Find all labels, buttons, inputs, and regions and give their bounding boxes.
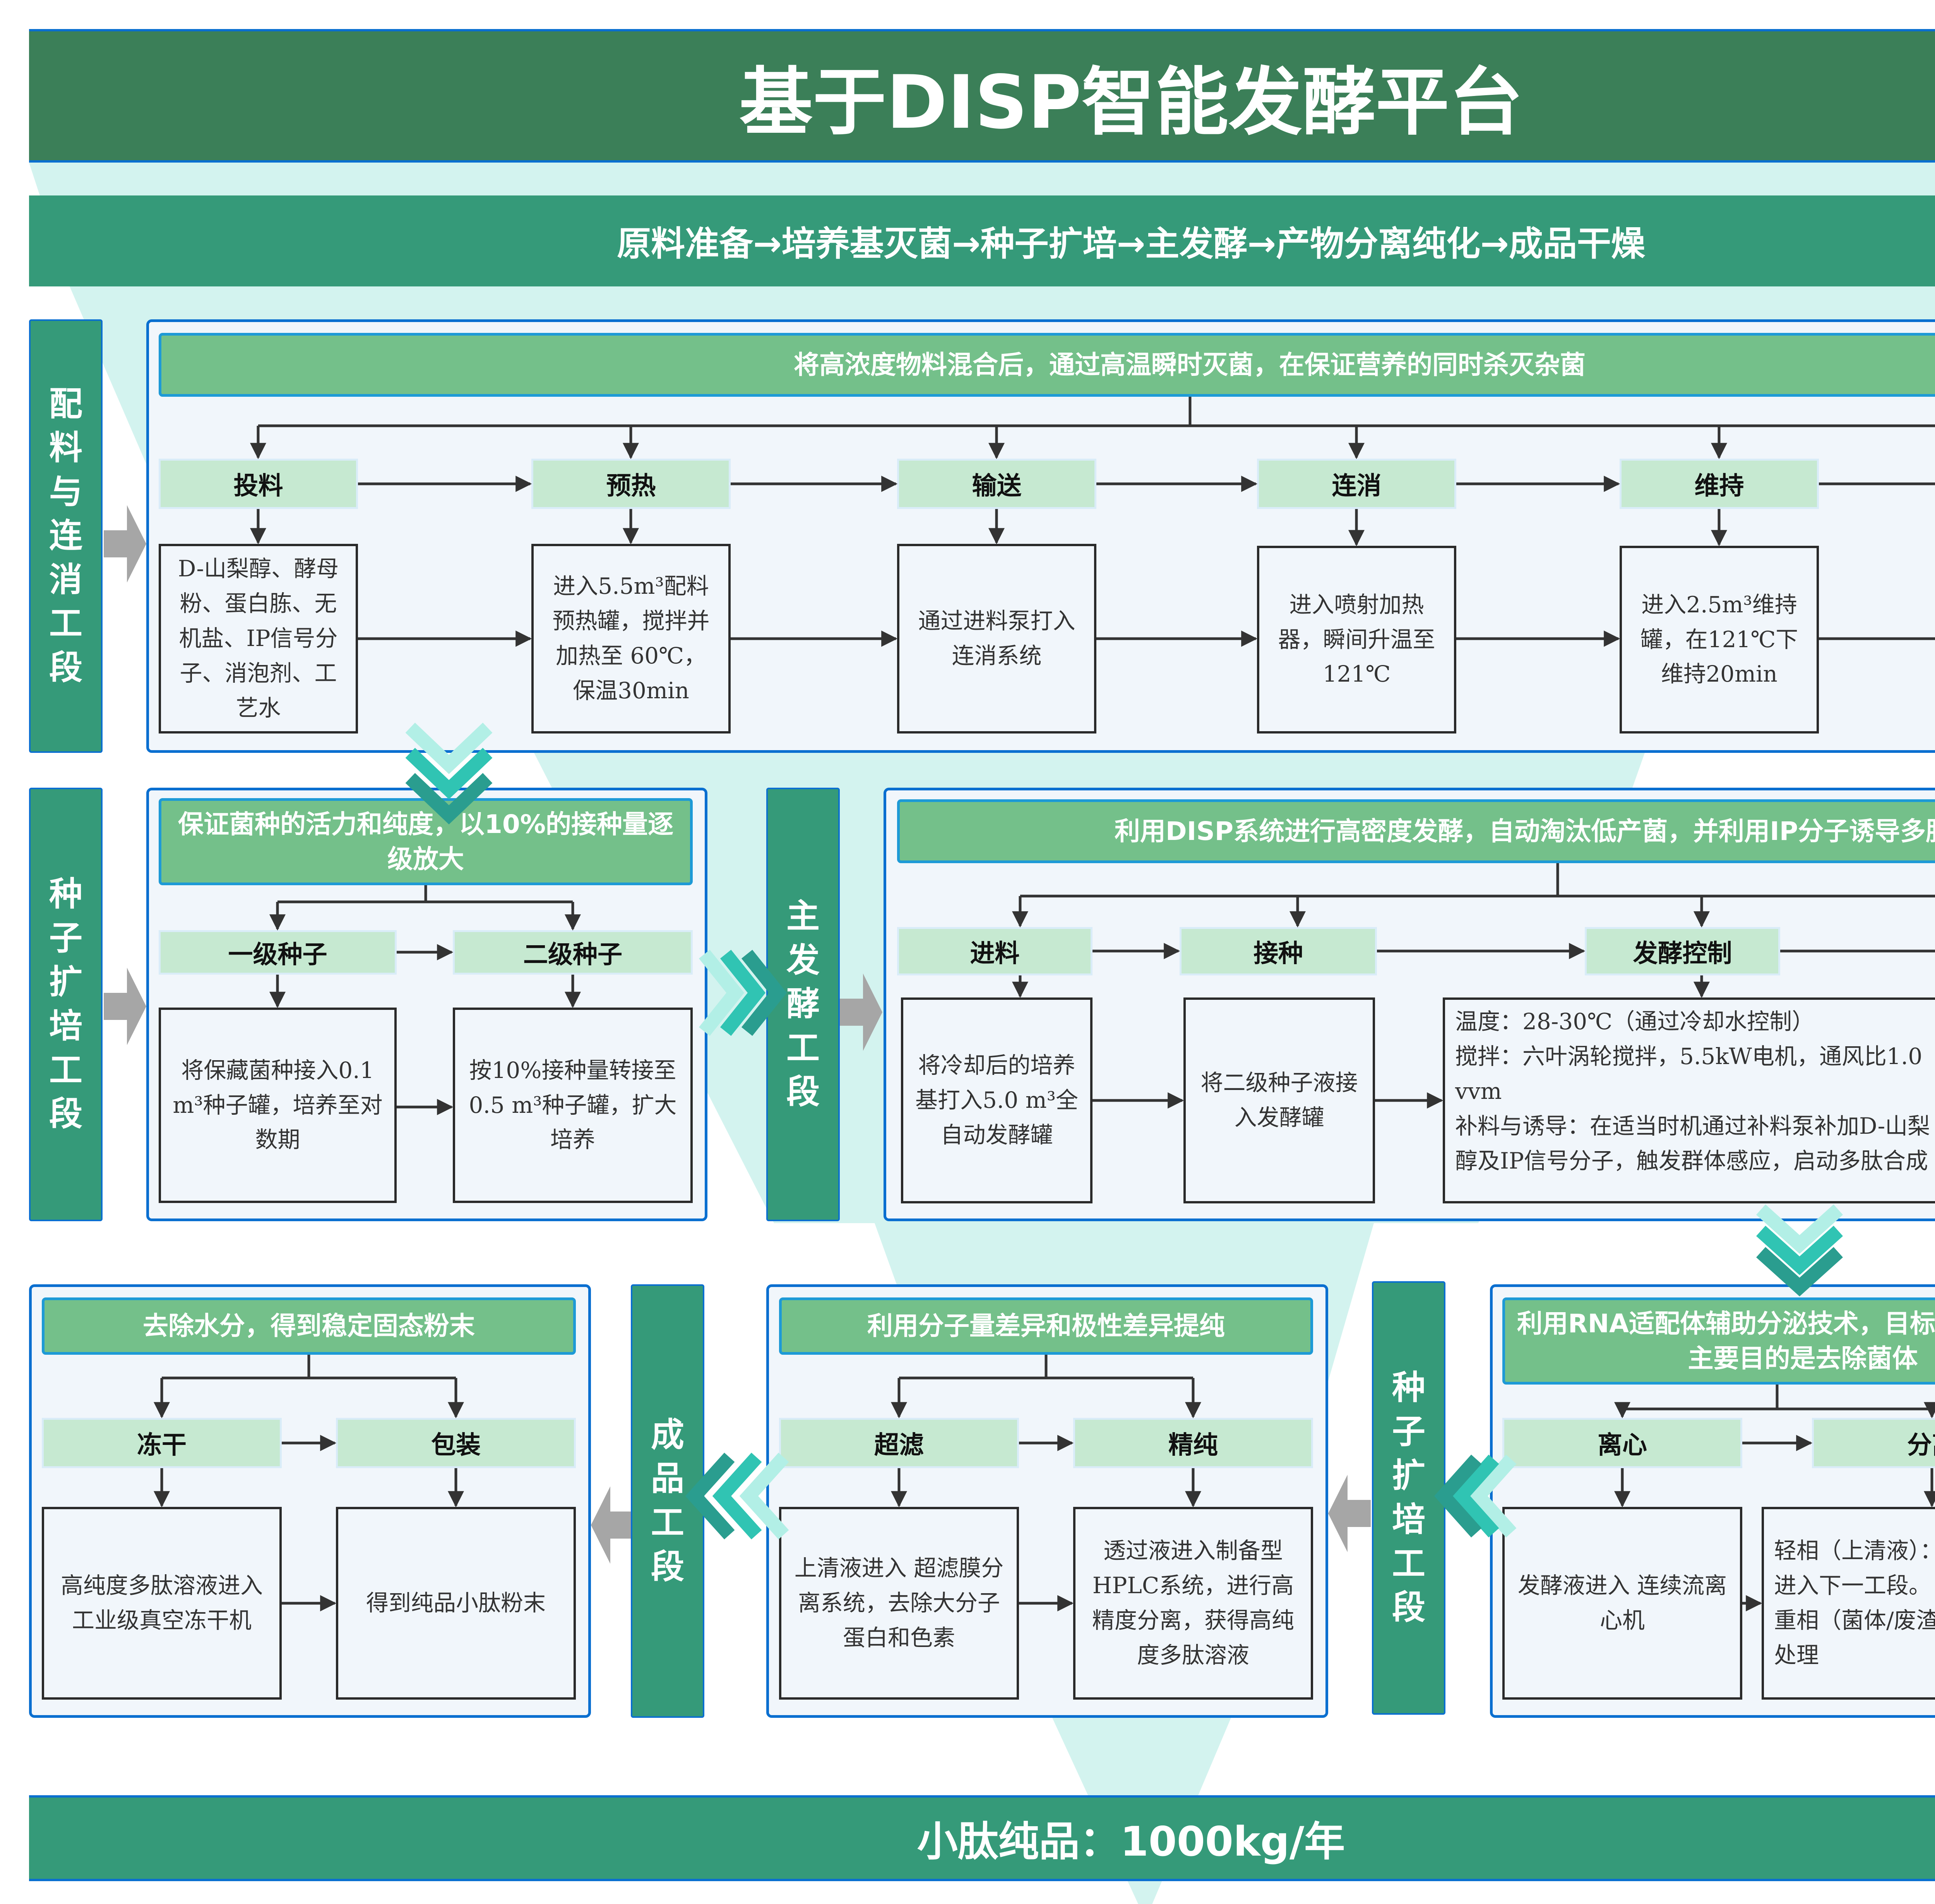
step-inoculation: 接种 [1180,927,1377,975]
detail-primary-seed: 将保藏菌种接入0.1 m³种子罐，培养至对数期 [159,1008,397,1203]
stage-char: 段 [49,648,82,687]
detail-feed-in: 将冷却后的培养基打入5.0 m³全自动发酵罐 [901,997,1093,1203]
panel-purification-header: 利用分子量差异和极性差异提纯 [779,1297,1313,1355]
stage-char: 工 [651,1503,684,1542]
detail-fine-purification: 透过液进入制备型HPLC系统，进行高精度分离，获得高纯度多肽溶液 [1073,1507,1313,1700]
detail-packaging: 得到纯品小肽粉末 [336,1507,576,1700]
stage-char: 扩 [49,963,82,1002]
panel-drying-header: 去除水分，得到稳定固态粉末 [42,1297,576,1355]
heavy-phase: 重相（菌体/废渣）：作为废弃物处理 [1774,1607,1935,1668]
detail-ultrafiltration: 上清液进入 超滤膜分离系统，去除大分子蛋白和色素 [779,1507,1019,1700]
step-feeding: 投料 [159,459,358,509]
stage-char: 段 [786,1073,820,1112]
stage-char: 消 [49,560,82,599]
panel-batching-header: 将高浓度物料混合后，通过高温瞬时灭菌，在保证营养的同时杀灭杂菌 [159,333,1935,397]
stage-char: 种 [49,875,82,914]
step-ultrafiltration: 超滤 [779,1418,1019,1468]
stage-finished-product: 成 品 工 段 [631,1284,704,1718]
stage-char: 子 [1392,1412,1425,1451]
stage-char: 与 [49,472,82,511]
stage-char: 工 [786,1028,820,1068]
grey-arrow-left-icon [591,1486,632,1564]
stage-char: 培 [1392,1500,1425,1539]
step-continuous-sterilization: 连消 [1257,459,1456,509]
detail-centrifugation: 发酵液进入 连续流离心机 [1502,1507,1742,1700]
detail-continuous-sterilization: 进入喷射加热器，瞬间升温至121℃ [1257,546,1456,733]
step-preheating: 预热 [531,459,731,509]
detail-preheating: 进入5.5m³配料预热罐，搅拌并加热至 60℃，保温30min [531,544,731,733]
stage-char: 子 [49,919,82,958]
param-agitation: 搅拌：六叶涡轮搅拌，5.5kW电机，通风比1.0 vvm [1455,1043,1923,1104]
stage-char: 品 [651,1459,684,1498]
page-title: 基于DISP智能发酵平台 [29,29,1935,163]
stage-seed-expansion-2: 种 子 扩 培 工 段 [1372,1281,1445,1715]
stage-char: 料 [49,428,82,468]
step-freeze-drying: 冻干 [42,1418,282,1468]
param-feeding-induction: 补料与诱导：在适当时机通过补料泵补加D-山梨醇及IP信号分子，触发群体感应，启动… [1455,1112,1930,1174]
process-flow-summary: 原料准备→培养基灭菌→种子扩培→主发酵→产物分离纯化→成品干燥 [29,195,1935,286]
stage-char: 主 [786,897,820,936]
step-holding: 维持 [1620,459,1819,509]
detail-freeze-drying: 高纯度多肽溶液进入 工业级真空冻干机 [42,1507,282,1700]
stage-char: 种 [1392,1368,1425,1407]
stage-char: 配 [49,384,82,423]
stage-char: 工 [49,1051,82,1090]
step-conveying: 输送 [897,459,1096,509]
detail-fermentation-control: 温度：28-30℃（通过冷却水控制） 搅拌：六叶涡轮搅拌，5.5kW电机，通风比… [1443,997,1935,1203]
step-secondary-seed: 二级种子 [453,930,693,975]
stage-char: 连 [49,516,82,555]
stage-char: 段 [651,1547,684,1586]
detail-phase-separation: 轻相（上清液）：含目标多肽，进入下一工段。 重相（菌体/废渣）：作为废弃物处理 [1762,1507,1935,1700]
stage-char: 培 [49,1007,82,1045]
step-primary-seed: 一级种子 [159,930,397,975]
param-temperature: 温度：28-30℃（通过冷却水控制） [1455,1008,1815,1035]
stage-char: 酵 [786,985,820,1024]
stage-batching-sterilization: 配 料 与 连 消 工 段 [29,319,103,753]
grey-arrow-right-icon [104,505,146,583]
step-feed-in: 进料 [897,927,1093,975]
step-fermentation-control: 发酵控制 [1585,927,1780,975]
step-packaging: 包装 [336,1418,576,1468]
detail-secondary-seed: 按10%接种量转接至0.5 m³种子罐，扩大培养 [453,1008,693,1203]
stage-char: 成 [651,1415,684,1454]
grey-arrow-right-icon [104,968,146,1045]
grey-arrow-right-icon [840,973,882,1051]
step-centrifugation: 离心 [1502,1418,1742,1468]
stage-char: 段 [49,1095,82,1134]
stage-main-fermentation: 主 发 酵 工 段 [766,788,840,1221]
stage-char: 发 [786,941,820,980]
detail-holding: 进入2.5m³维持罐，在121℃下维持20min [1620,546,1819,733]
step-fine-purification: 精纯 [1073,1418,1313,1468]
grey-arrow-left-icon [1328,1475,1371,1552]
detail-feeding: D-山梨醇、酵母粉、蛋白胨、无机盐、IP信号分子、消泡剂、工艺水 [159,544,358,733]
detail-inoculation: 将二级种子液接入发酵罐 [1183,997,1375,1203]
stage-char: 段 [1392,1588,1425,1627]
stage-char: 扩 [1392,1456,1425,1495]
panel-seed-header: 保证菌种的活力和纯度，以10%的接种量逐级放大 [159,798,693,885]
panel-fermentation-header: 利用DISP系统进行高密度发酵，自动淘汰低产菌，并利用IP分子诱导多肽合成 [897,799,1935,863]
stage-seed-expansion: 种 子 扩 培 工 段 [29,788,103,1221]
stage-char: 工 [1392,1544,1425,1583]
panel-separation-header: 利用RNA适配体辅助分泌技术，目标产物在胞外，主要目的是去除菌体 [1502,1297,1935,1385]
stage-char: 工 [49,604,82,643]
detail-conveying: 通过进料泵打入连消系统 [897,544,1096,733]
step-phase-separation: 分离 [1812,1418,1935,1468]
output-summary: 小肽纯品：1000kg/年 [29,1795,1935,1881]
light-phase: 轻相（上清液）：含目标多肽，进入下一工段。 [1774,1537,1935,1599]
